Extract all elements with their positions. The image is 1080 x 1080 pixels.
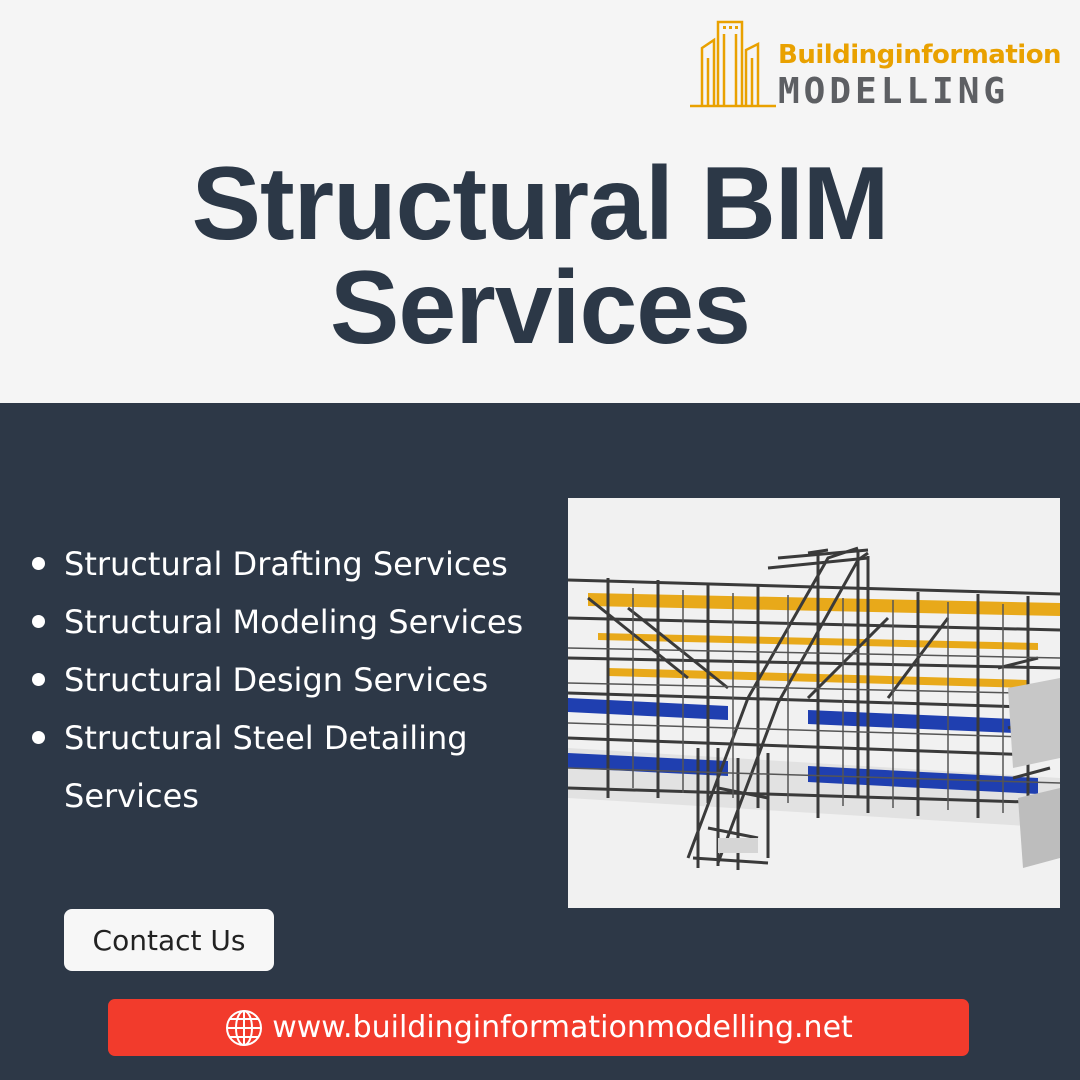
page-title: Structural BIM Services (0, 152, 1080, 360)
list-item: Structural Drafting Services (30, 535, 560, 593)
website-link[interactable]: www.buildinginformationmodelling.net (108, 999, 969, 1056)
bullet-icon (32, 731, 45, 744)
website-url: www.buildinginformationmodelling.net (272, 1010, 853, 1045)
header-section: Buildinginformation MODELLING Structural… (0, 0, 1080, 403)
list-item: Structural Design Services (30, 651, 560, 709)
bullet-icon (32, 673, 45, 686)
bullet-icon (32, 615, 45, 628)
building-logo-icon (690, 20, 776, 108)
list-item: Structural Steel Detailing Services (30, 709, 560, 825)
brand-name-line2: MODELLING (778, 71, 1010, 112)
service-label: Structural Modeling Services (64, 603, 524, 641)
bullet-icon (32, 557, 45, 570)
page-title-line2: Services (330, 250, 751, 366)
list-item: Structural Modeling Services (30, 593, 560, 651)
services-list: Structural Drafting Services Structural … (30, 535, 560, 825)
brand-logo[interactable]: Buildinginformation MODELLING (688, 18, 1062, 112)
steel-frame-illustration (568, 498, 1060, 908)
service-label: Structural Steel Detailing Services (64, 719, 468, 815)
page-title-line1: Structural BIM (191, 146, 890, 262)
brand-name-line1: Buildinginformation (778, 40, 1062, 70)
service-label: Structural Design Services (64, 661, 489, 699)
service-label: Structural Drafting Services (64, 545, 508, 583)
structural-model-image (568, 498, 1060, 908)
globe-icon (226, 1009, 263, 1046)
contact-us-button[interactable]: Contact Us (64, 909, 274, 971)
